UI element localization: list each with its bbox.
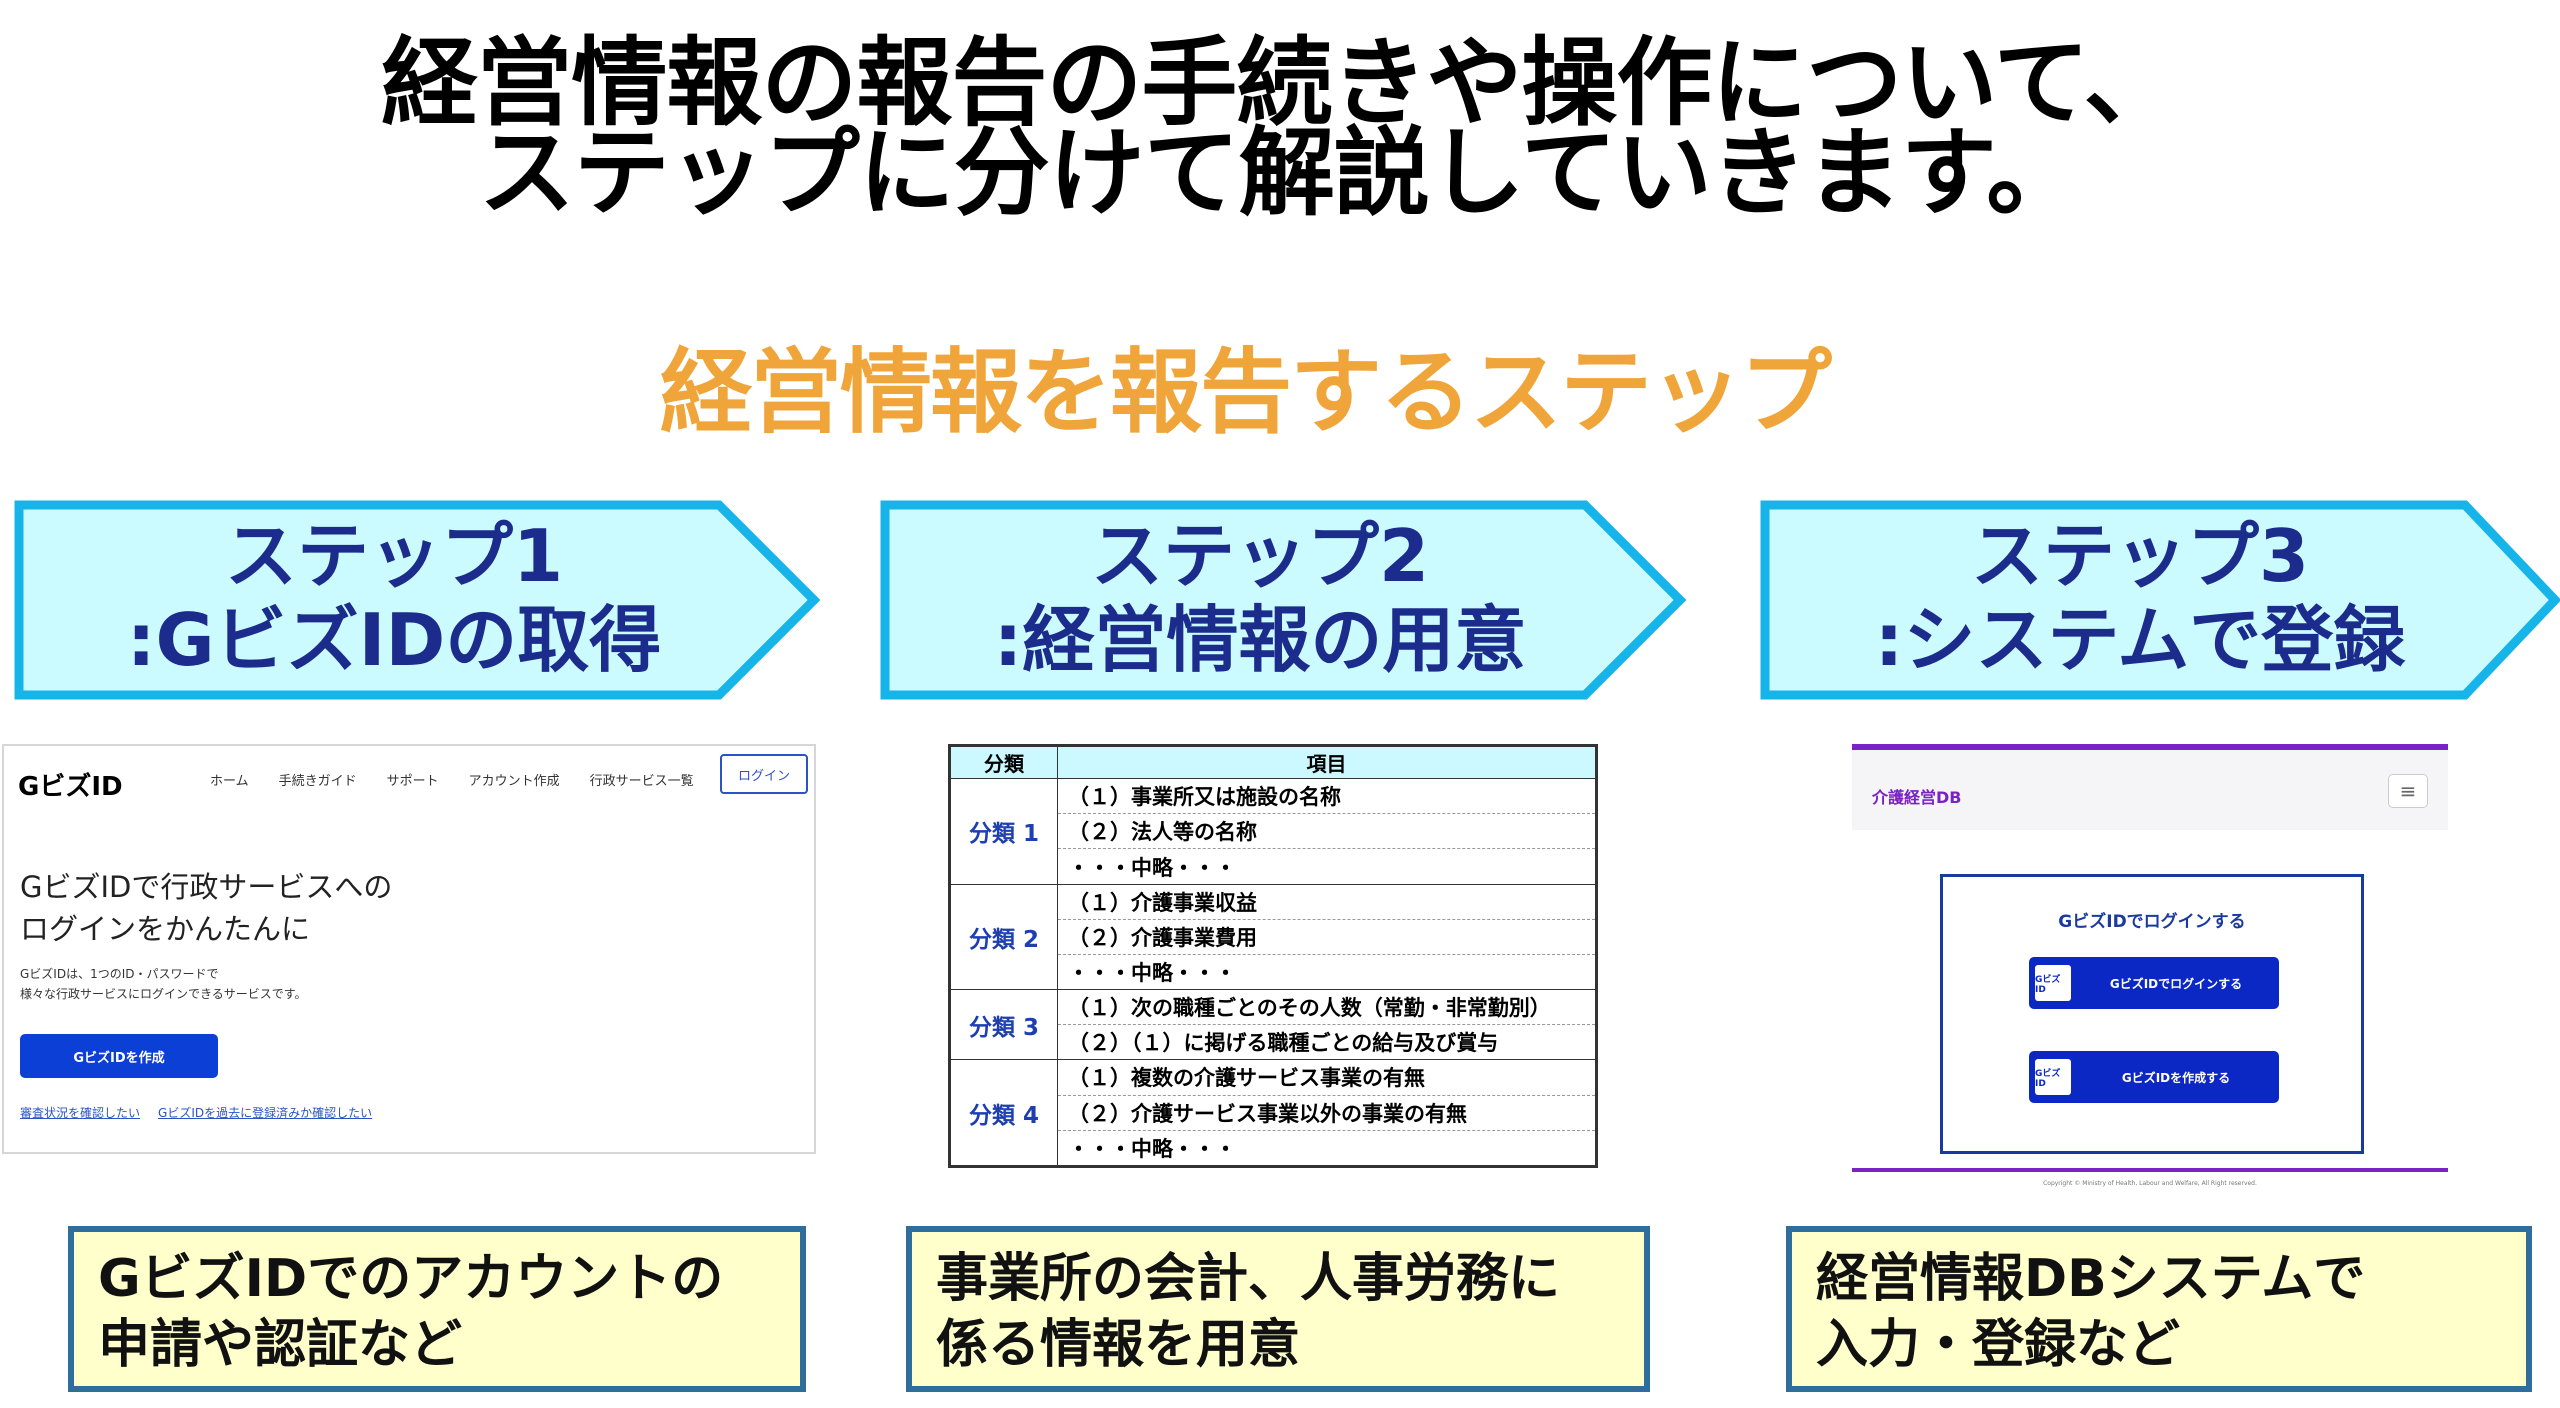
item-cell: （２）介護サービス事業以外の事業の有無 [1057, 1095, 1596, 1131]
gbizid-badge-icon: GビズID [2035, 1059, 2071, 1095]
hamburger-menu-icon[interactable]: ≡ [2388, 774, 2428, 808]
item-cell: （２）法人等の名称 [1057, 813, 1596, 850]
table-row: （２）（１）に掲げる職種ごとの給与及び賞与 [951, 1024, 1596, 1061]
gbizid-site-screenshot: GビズID ホーム 手続きガイド サポート アカウント作成 行政サービス一覧 ロ… [2, 744, 816, 1154]
check-status-link[interactable]: 審査状況を確認したい [20, 1106, 141, 1120]
gbizid-create-label: GビズIDを作成する [2121, 1070, 2231, 1085]
step-2-desc-line-2: 係る情報を用意 [936, 1315, 1301, 1375]
category-cell: 分類 4 [950, 1059, 1058, 1166]
step-1-label: ステップ1 :GビズIDの取得 [14, 514, 774, 682]
table-row: 分類 4 （１）複数の介護サービス事業の有無 [950, 1059, 1596, 1166]
table-row: （２）法人等の名称 [951, 813, 1596, 850]
step-3-arrow: ステップ3 :システムで登録 [1760, 500, 2560, 700]
item-cell: ・・・中略・・・ [1057, 1130, 1596, 1167]
step-1-desc-line-1: GビズIDでのアカウントの [98, 1249, 724, 1309]
hero-desc-line-2: 様々な行政サービスにログインできるサービスです。 [20, 987, 307, 1001]
step-2-subtitle: :経営情報の用意 [993, 598, 1527, 682]
check-registered-link[interactable]: GビズIDを過去に登録済みか確認したい [158, 1106, 373, 1120]
table-row: 分類 2 （１）介護事業収益 [950, 884, 1596, 991]
item-cell: （２）介護事業費用 [1057, 919, 1596, 955]
step-3-label: ステップ3 :システムで登録 [1760, 514, 2520, 682]
header-category: 分類 [950, 745, 1058, 780]
table-row: ・・・中略・・・ [951, 848, 1596, 885]
arrow-shape-icon [1760, 500, 2560, 700]
table-row: ・・・中略・・・ [951, 1130, 1596, 1167]
item-cell: （１）次の職種ごとのその人数（常勤・非常勤別） [1057, 989, 1596, 1026]
step-2-label: ステップ2 :経営情報の用意 [880, 514, 1640, 682]
gbizid-login-label: GビズIDでログインする [2109, 976, 2243, 991]
headline: 経営情報の報告の手続きや操作について、 ステップに分けて解説していきます。 [0, 27, 2560, 229]
login-button[interactable]: ログイン [720, 754, 808, 794]
step-1-title: ステップ1 [224, 514, 564, 598]
hero-text: GビズIDで行政サービスへの ログインをかんたんに [20, 866, 392, 950]
copyright-text: Copyright © Ministry of Health, Labour a… [2043, 1180, 2257, 1187]
category-cell: 分類 1 [950, 778, 1058, 885]
gbizid-badge-icon: GビズID [2035, 965, 2071, 1001]
step-3-description: 経営情報DBシステムで 入力・登録など [1786, 1226, 2532, 1392]
login-card-title: GビズIDでログインする [2058, 912, 2246, 932]
item-cell: ・・・中略・・・ [1057, 954, 1596, 991]
nav-services[interactable]: 行政サービス一覧 [589, 774, 694, 789]
step-2-arrow: ステップ2 :経営情報の用意 [880, 500, 1700, 700]
arrow-shape-icon [14, 500, 821, 700]
table-row: 分類 3 （１）次の職種ごとのその人数（常勤・非常勤別） [950, 989, 1596, 1061]
hero-line-2: ログインをかんたんに [20, 912, 311, 946]
table-row: （２）介護サービス事業以外の事業の有無 [951, 1095, 1596, 1131]
hero-description: GビズIDは、1つのID・パスワードで 様々な行政サービスにログインできるサービ… [20, 964, 307, 1004]
step-1-desc-line-2: 申請や認証など [98, 1315, 463, 1375]
nav-support[interactable]: サポート [386, 774, 439, 789]
step-3-subtitle: :システムで登録 [1874, 598, 2406, 682]
gbizid-nav: ホーム 手続きガイド サポート アカウント作成 行政サービス一覧 [210, 770, 694, 789]
item-cell: （２）（１）に掲げる職種ごとの給与及び賞与 [1057, 1024, 1596, 1061]
item-cell: （１）複数の介護サービス事業の有無 [1057, 1059, 1596, 1096]
nav-home[interactable]: ホーム [210, 774, 249, 789]
steps-subtitle: 経営情報を報告するステップ [659, 339, 1832, 446]
kaigo-brand[interactable]: 介護経営DB [1872, 788, 1962, 807]
category-cell: 分類 3 [950, 989, 1058, 1061]
gbizid-login-button[interactable]: GビズID GビズIDでログインする [2029, 957, 2279, 1009]
step-2-desc-line-1: 事業所の会計、人事労務に [936, 1249, 1561, 1309]
bottom-accent-bar [1852, 1168, 2448, 1172]
step-3-desc-line-1: 経営情報DBシステムで [1816, 1249, 2366, 1309]
nav-account-create[interactable]: アカウント作成 [468, 774, 560, 789]
step-1-subtitle: :GビズIDの取得 [126, 598, 662, 682]
headline-line-2: ステップに分けて解説していきます。 [478, 117, 2083, 229]
table-row: 分類 1 （１）事業所又は施設の名称 [950, 778, 1596, 885]
hero-line-1: GビズIDで行政サービスへの [20, 870, 393, 904]
step-3-desc-line-2: 入力・登録など [1816, 1315, 2181, 1375]
nav-guide[interactable]: 手続きガイド [278, 774, 357, 789]
category-cell: 分類 2 [950, 884, 1058, 991]
help-links: 審査状況を確認したい GビズIDを過去に登録済みか確認したい [20, 1104, 372, 1121]
table-row: （２）介護事業費用 [951, 919, 1596, 955]
gbizid-logo[interactable]: GビズID [18, 772, 123, 802]
info-table-panel: 分類 項目 分類 1 （１）事業所又は施設の名称 （２）法人等の名称 ・・・中略… [948, 744, 1598, 1168]
kaigo-header: 介護経営DB ≡ [1852, 750, 2448, 830]
table-header-row: 分類 項目 [950, 745, 1596, 780]
step-1-description: GビズIDでのアカウントの 申請や認証など [68, 1226, 806, 1392]
headline-line-1: 経営情報の報告の手続きや操作について、 [381, 27, 2179, 139]
header-item: 項目 [1057, 745, 1596, 780]
hero-desc-line-1: GビズIDは、1つのID・パスワードで [20, 967, 219, 981]
create-gbizid-button[interactable]: GビズIDを作成 [20, 1034, 218, 1078]
step-2-description: 事業所の会計、人事労務に 係る情報を用意 [906, 1226, 1650, 1392]
info-table: 分類 項目 分類 1 （１）事業所又は施設の名称 （２）法人等の名称 ・・・中略… [950, 745, 1596, 1167]
step-3-title: ステップ3 [1970, 514, 2310, 598]
top-accent-bar [1852, 744, 2448, 750]
login-card: GビズIDでログインする GビズID GビズIDでログインする GビズID Gビ… [1940, 874, 2364, 1154]
item-cell: （１）介護事業収益 [1057, 884, 1596, 920]
arrow-shape-icon [880, 500, 1687, 700]
step-1-arrow: ステップ1 :GビズIDの取得 [14, 500, 834, 700]
item-cell: ・・・中略・・・ [1057, 848, 1596, 885]
item-cell: （１）事業所又は施設の名称 [1057, 778, 1596, 815]
gbizid-create-button[interactable]: GビズID GビズIDを作成する [2029, 1051, 2279, 1103]
kaigo-db-screenshot: 介護経営DB ≡ GビズIDでログインする GビズID GビズIDでログインする… [1852, 744, 2448, 1190]
table-row: ・・・中略・・・ [951, 954, 1596, 991]
step-2-title: ステップ2 [1090, 514, 1430, 598]
